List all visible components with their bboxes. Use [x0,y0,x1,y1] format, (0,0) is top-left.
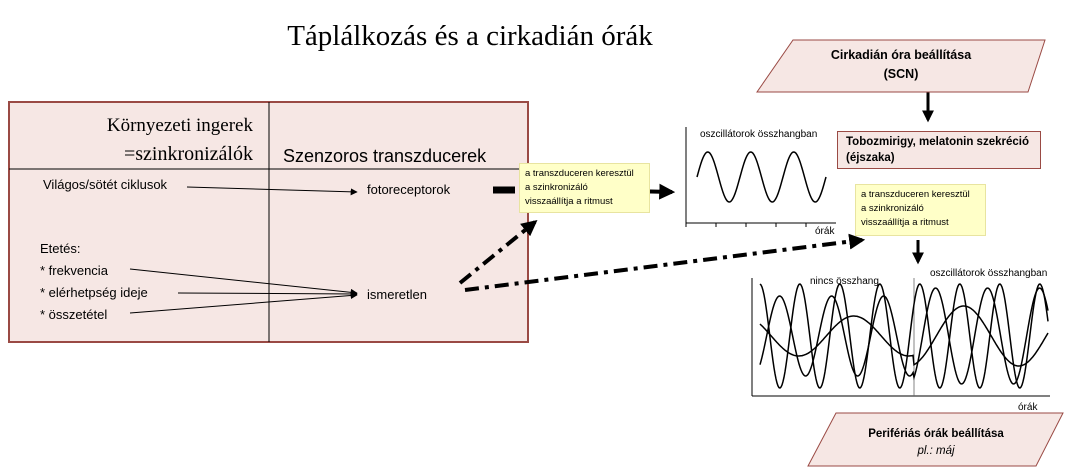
large-plot-xlabel: órák [1018,402,1038,413]
composition-arrow [129,292,358,314]
large-plot-wave-1 [759,283,1049,389]
large-plot-wave-2 [759,287,1049,385]
small-plot-wave [696,151,827,203]
stimuli-header-line1: Környezeti ingerek [106,115,253,136]
unknown-label: ismeretlen [367,287,427,302]
unknown-to-note1-arrow [458,219,538,285]
stimuli-header: Környezeti ingerek =szinkronizálók [28,112,253,168]
small-plot [685,127,836,227]
page-title: Táplálkozás és a cirkadián órák [287,20,653,52]
pineal-box: Tobozmirigy, melatonin szekréció (éjszak… [837,131,1041,169]
transducer-header: Szenzoros transzducerek [283,146,487,166]
small-plot-label: oszcillátorok összhangban [700,129,818,140]
peripheral-clock-text: Perifériás órák beállítása pl.: máj [868,428,1004,457]
photoreceptors-label: fotoreceptorok [367,182,451,197]
feeding-item-composition: * összetétel [40,307,108,322]
feeding-item-frequency: * frekvencia [40,263,108,278]
note-resync-2: a transzduceren keresztül a szinkronizál… [855,184,986,236]
large-plot-wave-3 [759,305,1049,367]
light-cycle-label: Világos/sötét ciklusok [43,177,168,192]
stimuli-header-line2: =szinkronizálók [123,143,253,165]
large-plot-label-right: oszcillátorok összhangban [930,268,1048,279]
small-plot-xlabel: órák [815,226,835,237]
large-plot [751,278,1050,397]
peripheral-clock-box [807,412,1064,467]
large-plot-label-left: nincs összhang [810,276,879,287]
light-to-photoreceptor-arrow [186,186,358,196]
note-resync-1: a transzduceren keresztül a szinkronizál… [519,163,650,213]
central-clock-box [756,39,1046,93]
feeding-label: Etetés: [40,241,81,256]
feeding-item-availability: * elérhetpség ideje [40,285,148,300]
unknown-to-note2-arrow [464,233,866,292]
frequency-arrow [129,268,358,296]
central-clock-text: Cirkadián óra beállítása (SCN) [830,48,972,81]
availability-arrow [177,290,358,298]
